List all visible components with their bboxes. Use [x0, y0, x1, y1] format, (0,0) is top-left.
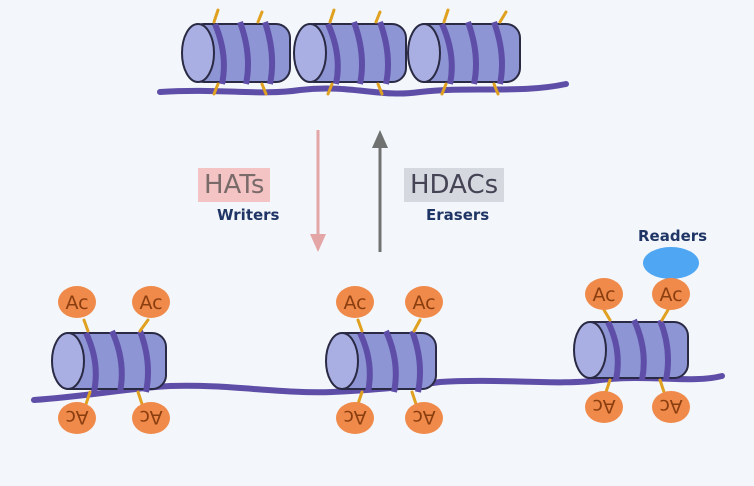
ac-circle	[132, 286, 170, 318]
hats-label: HATs	[198, 168, 271, 202]
ac-text: Ac	[65, 292, 88, 314]
ac-circle	[652, 391, 690, 423]
ac-tag: Ac	[652, 391, 690, 423]
ac-circle	[58, 286, 96, 318]
arrow-up-hdacs	[372, 130, 388, 252]
nucleosome-bottom-3	[573, 308, 689, 394]
readers-label: Readers	[638, 227, 708, 245]
ac-tag: Ac	[652, 278, 690, 310]
nucleosome-bottom-1	[51, 318, 167, 406]
ac-circle	[405, 286, 443, 318]
ac-tag: Ac	[585, 278, 623, 310]
dna-strand-top	[157, 81, 569, 97]
ac-text: Ac	[592, 284, 615, 306]
nucleosome-top-2	[293, 8, 407, 96]
ac-text: Ac	[412, 292, 435, 314]
ac-circle	[336, 286, 374, 318]
arrow-down-hats	[310, 130, 326, 252]
ac-text: Ac	[139, 406, 162, 428]
ac-text: Ac	[343, 292, 366, 314]
nucleosome-bottom-2	[325, 318, 437, 406]
ac-circle	[585, 391, 623, 423]
ac-circle	[132, 402, 170, 434]
ac-tag: Ac	[585, 391, 623, 423]
ac-tag: Ac	[405, 402, 443, 434]
ac-text: Ac	[659, 395, 682, 417]
ac-circle	[652, 278, 690, 310]
ac-tag: Ac	[58, 402, 96, 434]
ac-tag: Ac	[58, 286, 96, 318]
nucleosome-top-3	[407, 8, 521, 96]
ac-text: Ac	[139, 292, 162, 314]
writers-label: Writers	[217, 206, 280, 224]
ac-text: Ac	[659, 284, 682, 306]
ac-text: Ac	[592, 395, 615, 417]
ac-tag: Ac	[336, 286, 374, 318]
erasers-label: Erasers	[426, 206, 490, 224]
ac-text: Ac	[343, 406, 366, 428]
ac-circle	[585, 278, 623, 310]
ac-text: Ac	[65, 406, 88, 428]
ac-circle	[336, 402, 374, 434]
ac-tag: Ac	[405, 286, 443, 318]
ac-text: Ac	[412, 406, 435, 428]
ac-circle	[405, 402, 443, 434]
ac-tag: Ac	[132, 286, 170, 318]
ac-tag: Ac	[336, 402, 374, 434]
ac-tag: Ac	[132, 402, 170, 434]
readers-oval	[643, 247, 699, 279]
nucleosome-top-1	[181, 8, 291, 96]
ac-circle	[58, 402, 96, 434]
hdacs-label: HDACs	[404, 168, 505, 202]
